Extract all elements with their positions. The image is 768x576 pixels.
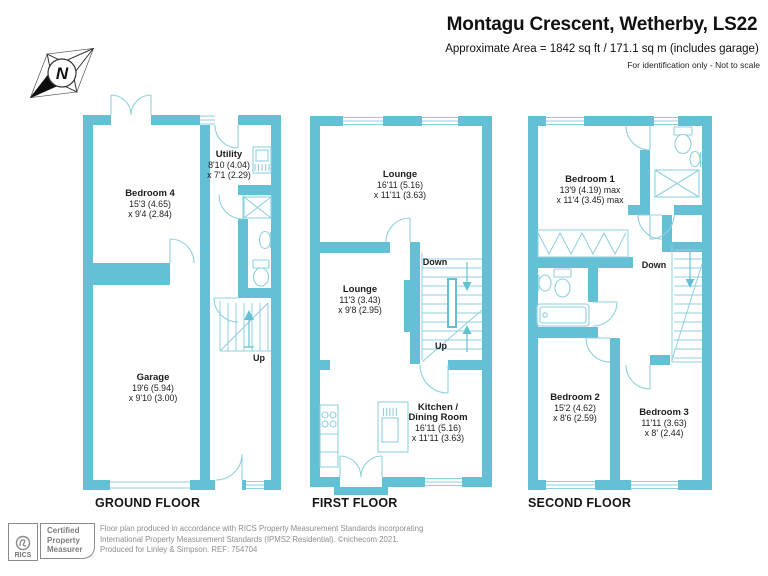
- ground-doors: [110, 94, 244, 481]
- room-label-lounge-small: Lounge 11'3 (3.43) x 9'8 (2.95): [338, 284, 382, 316]
- first-floor-plan: Lounge 16'11 (5.16) x 11'11 (3.63) Loung…: [310, 112, 495, 507]
- stairs-down-arrow: [685, 252, 695, 288]
- stair-label-up-first: Up: [435, 341, 447, 351]
- kitchen-fixtures: [319, 401, 409, 468]
- title-block: Montagu Crescent, Wetherby, LS22 Approxi…: [440, 14, 764, 70]
- kitchen-counter-icon: [319, 404, 339, 468]
- second-fixtures: [536, 126, 702, 327]
- bedroom2-door: [585, 337, 611, 363]
- french-doors-bedroom4: [110, 94, 152, 116]
- stair-rail: [447, 278, 457, 328]
- ground-fixtures: [243, 146, 272, 287]
- cupboard-door: [637, 214, 663, 240]
- lounge-door: [385, 217, 411, 243]
- ensuite-sink-icon: [689, 150, 702, 168]
- kitchen-door: [419, 364, 449, 394]
- ground-windows: [110, 115, 264, 490]
- utility-sink-icon: [252, 146, 272, 174]
- toilet-icon: [252, 259, 270, 287]
- first-walls: [310, 116, 492, 495]
- second-walls: [528, 116, 712, 490]
- caption-ground-floor: GROUND FLOOR: [95, 496, 201, 510]
- french-doors-kitchen: [339, 455, 383, 478]
- utility-hall-door: [218, 194, 244, 220]
- utility-external-door: [214, 124, 239, 149]
- stair-label-down-first: Down: [422, 257, 448, 267]
- ensuite-toilet-icon: [673, 126, 693, 155]
- stairs-up-icon: [219, 301, 271, 352]
- caption-first-floor: FIRST FLOOR: [312, 496, 398, 510]
- bathroom-toilet-icon: [553, 268, 572, 298]
- room-label-bedroom1: Bedroom 1 13'9 (4.19) max x 11'4 (3.45) …: [556, 174, 624, 206]
- first-floor-drawing: [310, 116, 492, 495]
- first-windows: [343, 116, 462, 487]
- rics-crest-icon: [15, 535, 31, 551]
- certified-measurer-badge: Certified Property Measurer: [40, 523, 95, 559]
- ground-walls: [83, 115, 281, 490]
- identification-note: For identification only - Not to scale: [627, 60, 760, 70]
- stairs-icon-second: [671, 246, 703, 363]
- second-windows: [546, 116, 678, 490]
- bedroom1-door: [625, 125, 651, 151]
- caption-second-floor: SECOND FLOOR: [528, 496, 632, 510]
- ground-floor-plan: Bedroom 4 15'3 (4.65) x 9'4 (2.84) Utili…: [83, 85, 283, 495]
- kitchen-island-sink-icon: [377, 401, 409, 453]
- bathroom-sink-icon: [538, 274, 552, 292]
- rics-logo: RICS: [8, 523, 38, 561]
- second-floor-plan: Bedroom 1 13'9 (4.19) max x 11'4 (3.45) …: [528, 112, 712, 494]
- first-doors: [339, 217, 449, 478]
- compass-icon: N: [29, 47, 95, 99]
- wardrobe-icon: [537, 229, 629, 258]
- sink-icon: [258, 230, 272, 250]
- page-title: Montagu Crescent, Wetherby, LS22: [446, 14, 758, 35]
- bathroom-door: [592, 301, 618, 327]
- bathtub-icon: [536, 303, 590, 327]
- stair-label-up-ground: Up: [253, 353, 265, 363]
- front-door: [215, 453, 243, 481]
- room-label-kitchen: Kitchen / Dining Room 16'11 (5.16) x 11'…: [408, 402, 468, 444]
- bedroom4-door: [169, 238, 195, 264]
- ground-floor-drawing: [83, 94, 281, 490]
- compass-north-label: N: [56, 64, 69, 83]
- ensuite-shower-icon: [654, 169, 700, 198]
- rics-brand-label: RICS: [14, 552, 32, 559]
- stair-label-down-second: Down: [641, 260, 667, 270]
- room-label-lounge-main: Lounge 16'11 (5.16) x 11'11 (3.63): [373, 169, 427, 201]
- shower-icon: [243, 196, 272, 219]
- second-floor-drawing: [528, 116, 712, 490]
- room-label-bedroom3: Bedroom 3 11'11 (3.63) x 8' (2.44): [639, 407, 689, 439]
- room-label-bedroom2: Bedroom 2 15'2 (4.62) x 8'6 (2.59): [550, 392, 600, 424]
- compass-rose: N: [18, 26, 106, 120]
- bedroom3-door: [625, 364, 651, 390]
- room-label-bedroom4: Bedroom 4 15'3 (4.65) x 9'4 (2.84): [125, 188, 175, 220]
- second-doors: [585, 125, 675, 390]
- room-label-garage: Garage 19'6 (5.94) x 9'10 (3.00): [128, 372, 178, 404]
- stairs-arrows-first: [462, 262, 472, 352]
- ensuite-door: [649, 214, 675, 240]
- disclaimer-text: Floor plan produced in accordance with R…: [100, 524, 424, 554]
- stairs-up-arrow: [244, 310, 254, 348]
- hall-door: [213, 297, 239, 323]
- room-label-utility: Utility 8'10 (4.04) x 7'1 (2.29): [207, 149, 251, 181]
- area-subtitle: Approximate Area = 1842 sq ft / 171.1 sq…: [445, 43, 759, 55]
